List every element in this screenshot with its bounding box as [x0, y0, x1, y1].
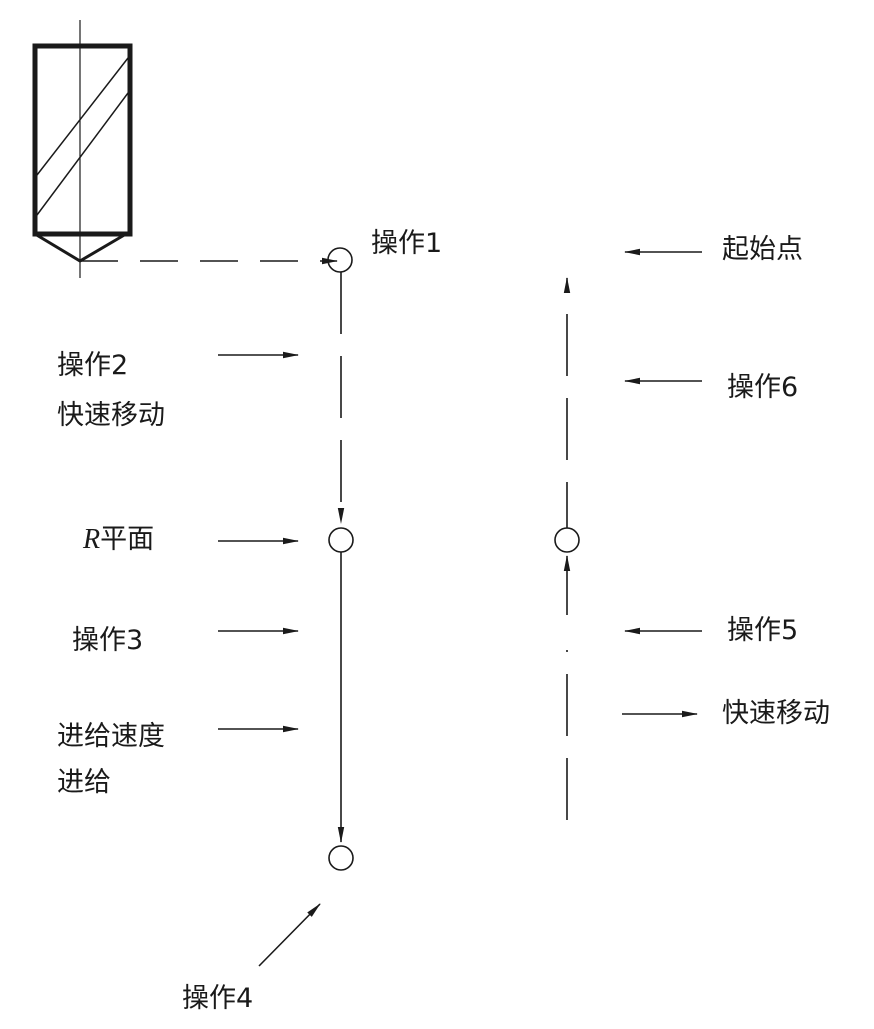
- start-point-label: 起始点: [722, 234, 803, 265]
- op6-label: 操作6: [727, 372, 799, 403]
- op1-label: 操作1: [371, 228, 443, 259]
- r-plane-label: R平面: [83, 526, 154, 554]
- drill-tool-icon: [32, 20, 133, 278]
- r-plane-text: 平面: [100, 524, 155, 555]
- feed-label: 进给: [57, 767, 111, 798]
- op4-pointer-arrow: [258, 903, 321, 967]
- start-point-circle: [327, 247, 353, 273]
- op3-label: 操作3: [72, 625, 144, 656]
- op5-label: 操作5: [727, 615, 799, 646]
- r-plane-letter: R: [83, 524, 101, 555]
- feed-speed-label: 进给速度: [57, 721, 165, 752]
- return-r-plane-circle: [554, 527, 580, 553]
- op4-label: 操作4: [182, 983, 254, 1014]
- op2-label: 操作2: [57, 350, 129, 381]
- rapid-right-label: 快速移动: [722, 698, 830, 729]
- op2-rapid-label: 快速移动: [57, 400, 165, 431]
- r-plane-circle: [328, 527, 354, 553]
- hole-bottom-circle: [328, 845, 354, 871]
